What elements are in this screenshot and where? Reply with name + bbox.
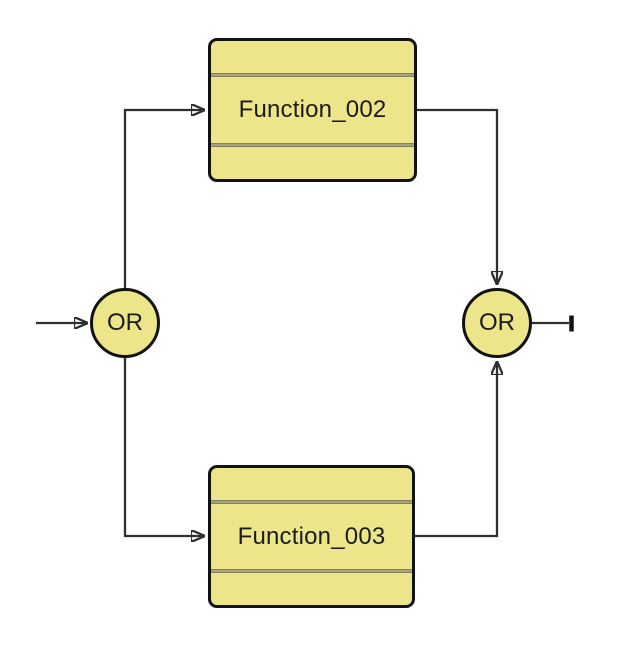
function-003-bottom-compartment [211, 573, 412, 605]
node-label: Function_002 [238, 96, 387, 123]
function-002-title-compartment: Function_002 [211, 77, 414, 143]
edge-function-003-to-or-right[interactable] [415, 363, 497, 538]
edge-or-left-to-function-002[interactable] [123, 110, 203, 289]
function-002-top-compartment [211, 41, 414, 73]
or-gate-label: OR [479, 309, 515, 336]
function-003-title-compartment: Function_003 [211, 504, 412, 569]
compartment-divider [211, 569, 412, 573]
or-gate-label: OR [107, 309, 143, 336]
function-002-bottom-compartment [211, 147, 414, 179]
compartment-divider [211, 143, 414, 147]
node-label: Function_003 [237, 522, 386, 550]
node-function-002[interactable]: Function_002 [208, 38, 417, 182]
edge-function-002-to-or-right[interactable] [417, 108, 497, 283]
edge-or-left-to-function-003[interactable] [123, 357, 203, 536]
compartment-divider [211, 500, 412, 504]
compartment-divider [211, 73, 414, 77]
node-or-gate-right[interactable]: OR [462, 288, 532, 358]
function-003-top-compartment [211, 468, 412, 500]
node-function-003[interactable]: Function_003 [208, 465, 415, 608]
node-or-gate-left[interactable]: OR [90, 288, 160, 358]
